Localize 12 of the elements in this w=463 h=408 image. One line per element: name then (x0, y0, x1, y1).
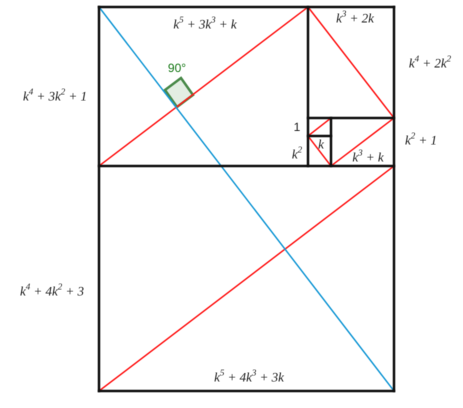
side-length-label: k$^{5}$ + 3k$^{3}$ + k (173, 18, 237, 30)
side-length-label: k$^{4}$ + 3k$^{2}$ + 1 (22, 90, 88, 102)
side-length-label: 1 (294, 121, 300, 133)
side-length-label: k$^{5}$ + 4k$^{3}$ + 3k (214, 370, 284, 384)
side-length-label: k (318, 138, 324, 150)
side-length-label: k$^{3}$ + 2k (336, 12, 374, 24)
side-length-label: k$^{3}$ + k (352, 150, 384, 164)
side-length-label: k$^{4}$ + 2k$^{2}$ (408, 56, 452, 70)
side-length-label: k$^{2}$ + 1 (404, 134, 438, 146)
side-length-label: k$^{4}$ + 4k$^{2}$ + 3 (20, 284, 84, 298)
angle-label: 90° (168, 62, 186, 74)
side-length-label: k$^{2}$ (292, 148, 302, 160)
